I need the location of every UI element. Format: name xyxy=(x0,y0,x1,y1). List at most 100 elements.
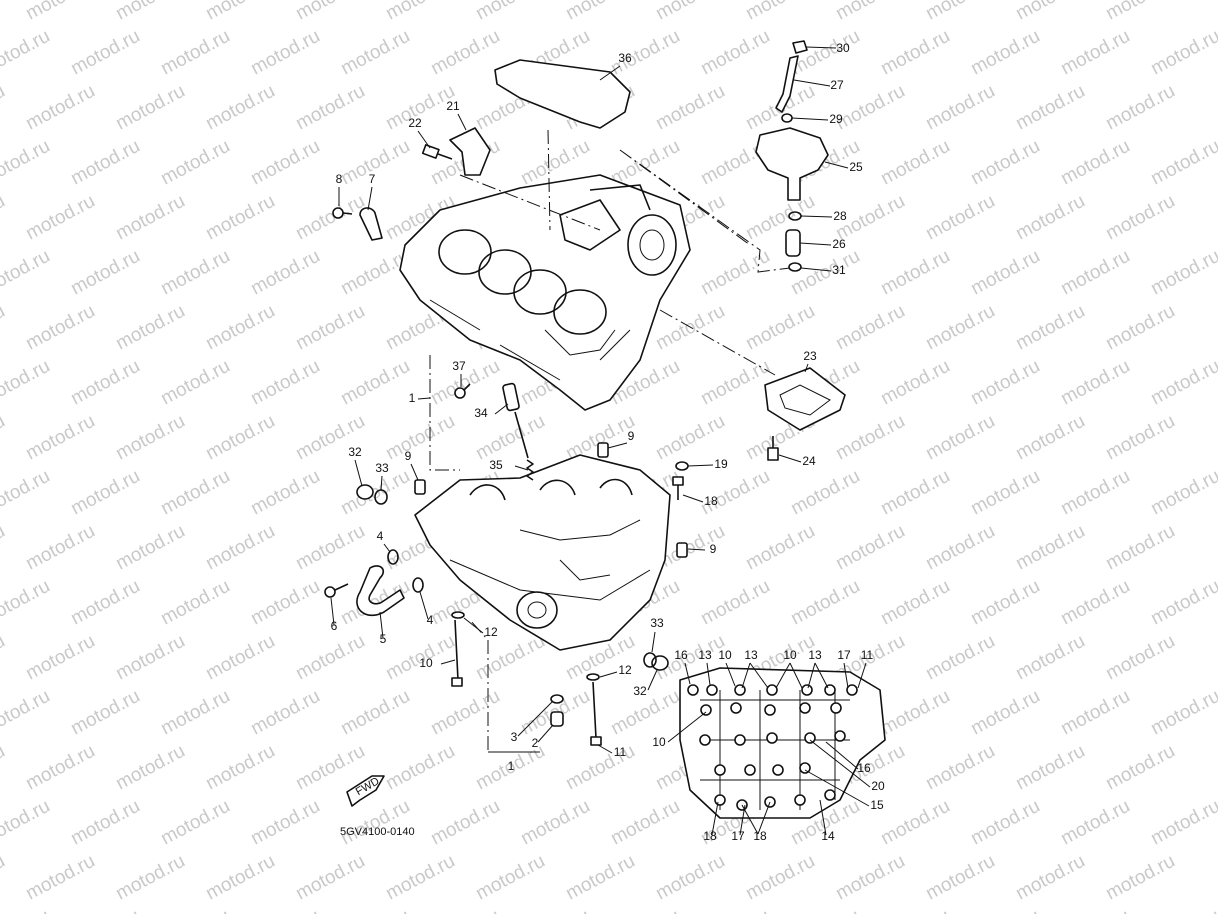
watermark-text: motod.ru xyxy=(1147,576,1218,630)
callout-7[interactable]: 7 xyxy=(369,172,376,186)
callout-25[interactable]: 25 xyxy=(849,160,863,174)
callout-29[interactable]: 29 xyxy=(829,112,843,126)
callout-26[interactable]: 26 xyxy=(832,237,846,251)
leader-line xyxy=(857,662,867,689)
callout-37[interactable]: 37 xyxy=(452,359,466,373)
callout-19[interactable]: 19 xyxy=(714,457,728,471)
callout-4[interactable]: 4 xyxy=(427,613,434,627)
callout-3[interactable]: 3 xyxy=(511,730,518,744)
part-34-sensor[interactable] xyxy=(502,382,529,459)
part-22-bolt[interactable] xyxy=(421,144,453,160)
callout-18[interactable]: 18 xyxy=(753,829,767,843)
callout-34[interactable]: 34 xyxy=(474,406,488,420)
callout-20[interactable]: 20 xyxy=(871,779,885,793)
watermark-text: motod.ru xyxy=(22,851,98,905)
part-33-gasket[interactable] xyxy=(643,652,657,668)
callout-24[interactable]: 24 xyxy=(802,454,816,468)
part-9-dowel[interactable] xyxy=(597,442,609,458)
part-12-washer[interactable] xyxy=(586,673,600,681)
callout-2[interactable]: 2 xyxy=(532,736,539,750)
callout-16[interactable]: 16 xyxy=(857,761,871,775)
part-9-dowel[interactable] xyxy=(676,542,688,558)
part-26-hose[interactable] xyxy=(785,229,801,257)
part-18-bolt[interactable] xyxy=(672,476,684,500)
watermark-text: motod.ru xyxy=(157,26,233,80)
callout-16[interactable]: 16 xyxy=(674,648,688,662)
watermark-text: motod.ru xyxy=(607,796,683,850)
watermark-text: motod.ru xyxy=(472,0,548,24)
part-24-bolt[interactable] xyxy=(767,436,779,461)
callout-33[interactable]: 33 xyxy=(650,616,664,630)
callout-12[interactable]: 12 xyxy=(618,663,632,677)
callout-23[interactable]: 23 xyxy=(803,349,817,363)
callout-12[interactable]: 12 xyxy=(484,625,498,639)
watermark-text: motod.ru xyxy=(562,0,638,24)
callout-30[interactable]: 30 xyxy=(836,41,850,55)
callout-1[interactable]: 1 xyxy=(409,391,416,405)
callout-18[interactable]: 18 xyxy=(703,829,717,843)
part-7-plate[interactable] xyxy=(359,207,383,241)
part-35-spring[interactable] xyxy=(526,459,534,481)
part-8-bolt[interactable] xyxy=(332,207,353,219)
part-11-bolt[interactable] xyxy=(590,681,602,746)
callout-32[interactable]: 32 xyxy=(348,445,362,459)
part-6-bolt[interactable] xyxy=(324,583,349,598)
callout-13[interactable]: 13 xyxy=(808,648,822,662)
callout-9[interactable]: 9 xyxy=(405,449,412,463)
part-19-washer[interactable] xyxy=(675,461,689,471)
part-31-clip[interactable] xyxy=(788,262,802,272)
callout-6[interactable]: 6 xyxy=(331,619,338,633)
callout-17[interactable]: 17 xyxy=(731,829,745,843)
callout-11[interactable]: 11 xyxy=(861,648,874,662)
part-2-dowel[interactable] xyxy=(550,711,564,727)
callout-22[interactable]: 22 xyxy=(408,116,422,130)
callout-28[interactable]: 28 xyxy=(833,209,847,223)
callout-13[interactable]: 13 xyxy=(744,648,758,662)
callout-14[interactable]: 14 xyxy=(821,829,835,843)
part-23-plate[interactable] xyxy=(764,367,846,431)
part-3-o-ring[interactable] xyxy=(550,694,564,704)
leader-line xyxy=(607,442,628,449)
callout-35[interactable]: 35 xyxy=(489,458,503,472)
callout-17[interactable]: 17 xyxy=(837,648,851,662)
callout-27[interactable]: 27 xyxy=(830,78,844,92)
callout-18[interactable]: 18 xyxy=(704,494,718,508)
part-30-cap[interactable] xyxy=(792,40,808,54)
watermark-text: motod.ru xyxy=(67,246,143,300)
callout-11[interactable]: 11 xyxy=(614,745,627,759)
callout-8[interactable]: 8 xyxy=(336,172,343,186)
callout-10[interactable]: 10 xyxy=(718,648,732,662)
callout-32[interactable]: 32 xyxy=(633,684,647,698)
watermark-text: motod.ru xyxy=(112,0,188,24)
callout-33[interactable]: 33 xyxy=(375,461,389,475)
part-36-cover[interactable] xyxy=(494,59,631,129)
part-27-hose[interactable] xyxy=(775,55,799,113)
part-12-washer[interactable] xyxy=(451,611,465,619)
part-21-bracket[interactable] xyxy=(449,127,491,176)
part-37-bolt[interactable] xyxy=(454,383,471,399)
part-32-plug[interactable] xyxy=(651,655,669,671)
part-9-dowel[interactable] xyxy=(414,479,426,495)
inset-bolt-pattern[interactable] xyxy=(679,667,886,819)
callout-5[interactable]: 5 xyxy=(380,632,387,646)
callout-13[interactable]: 13 xyxy=(698,648,712,662)
callout-9[interactable]: 9 xyxy=(710,542,717,556)
callout-10[interactable]: 10 xyxy=(783,648,797,662)
callout-9[interactable]: 9 xyxy=(628,429,635,443)
callout-21[interactable]: 21 xyxy=(446,99,460,113)
callout-4[interactable]: 4 xyxy=(377,529,384,543)
watermark-text: motod.ru xyxy=(292,521,368,575)
part-10-bolt[interactable] xyxy=(451,619,463,687)
part-4-o-ring[interactable] xyxy=(387,549,399,565)
part-32-plug[interactable] xyxy=(356,484,374,500)
upper-crankcase[interactable] xyxy=(399,174,691,411)
part-25-breather-box[interactable] xyxy=(755,127,829,201)
callout-15[interactable]: 15 xyxy=(870,798,884,812)
part-5-pipe[interactable] xyxy=(356,565,405,617)
callout-36[interactable]: 36 xyxy=(618,51,632,65)
callout-31[interactable]: 31 xyxy=(832,263,846,277)
callout-10[interactable]: 10 xyxy=(419,656,433,670)
part-4-o-ring[interactable] xyxy=(412,577,424,593)
callout-1[interactable]: 1 xyxy=(508,759,515,773)
callout-10[interactable]: 10 xyxy=(652,735,666,749)
